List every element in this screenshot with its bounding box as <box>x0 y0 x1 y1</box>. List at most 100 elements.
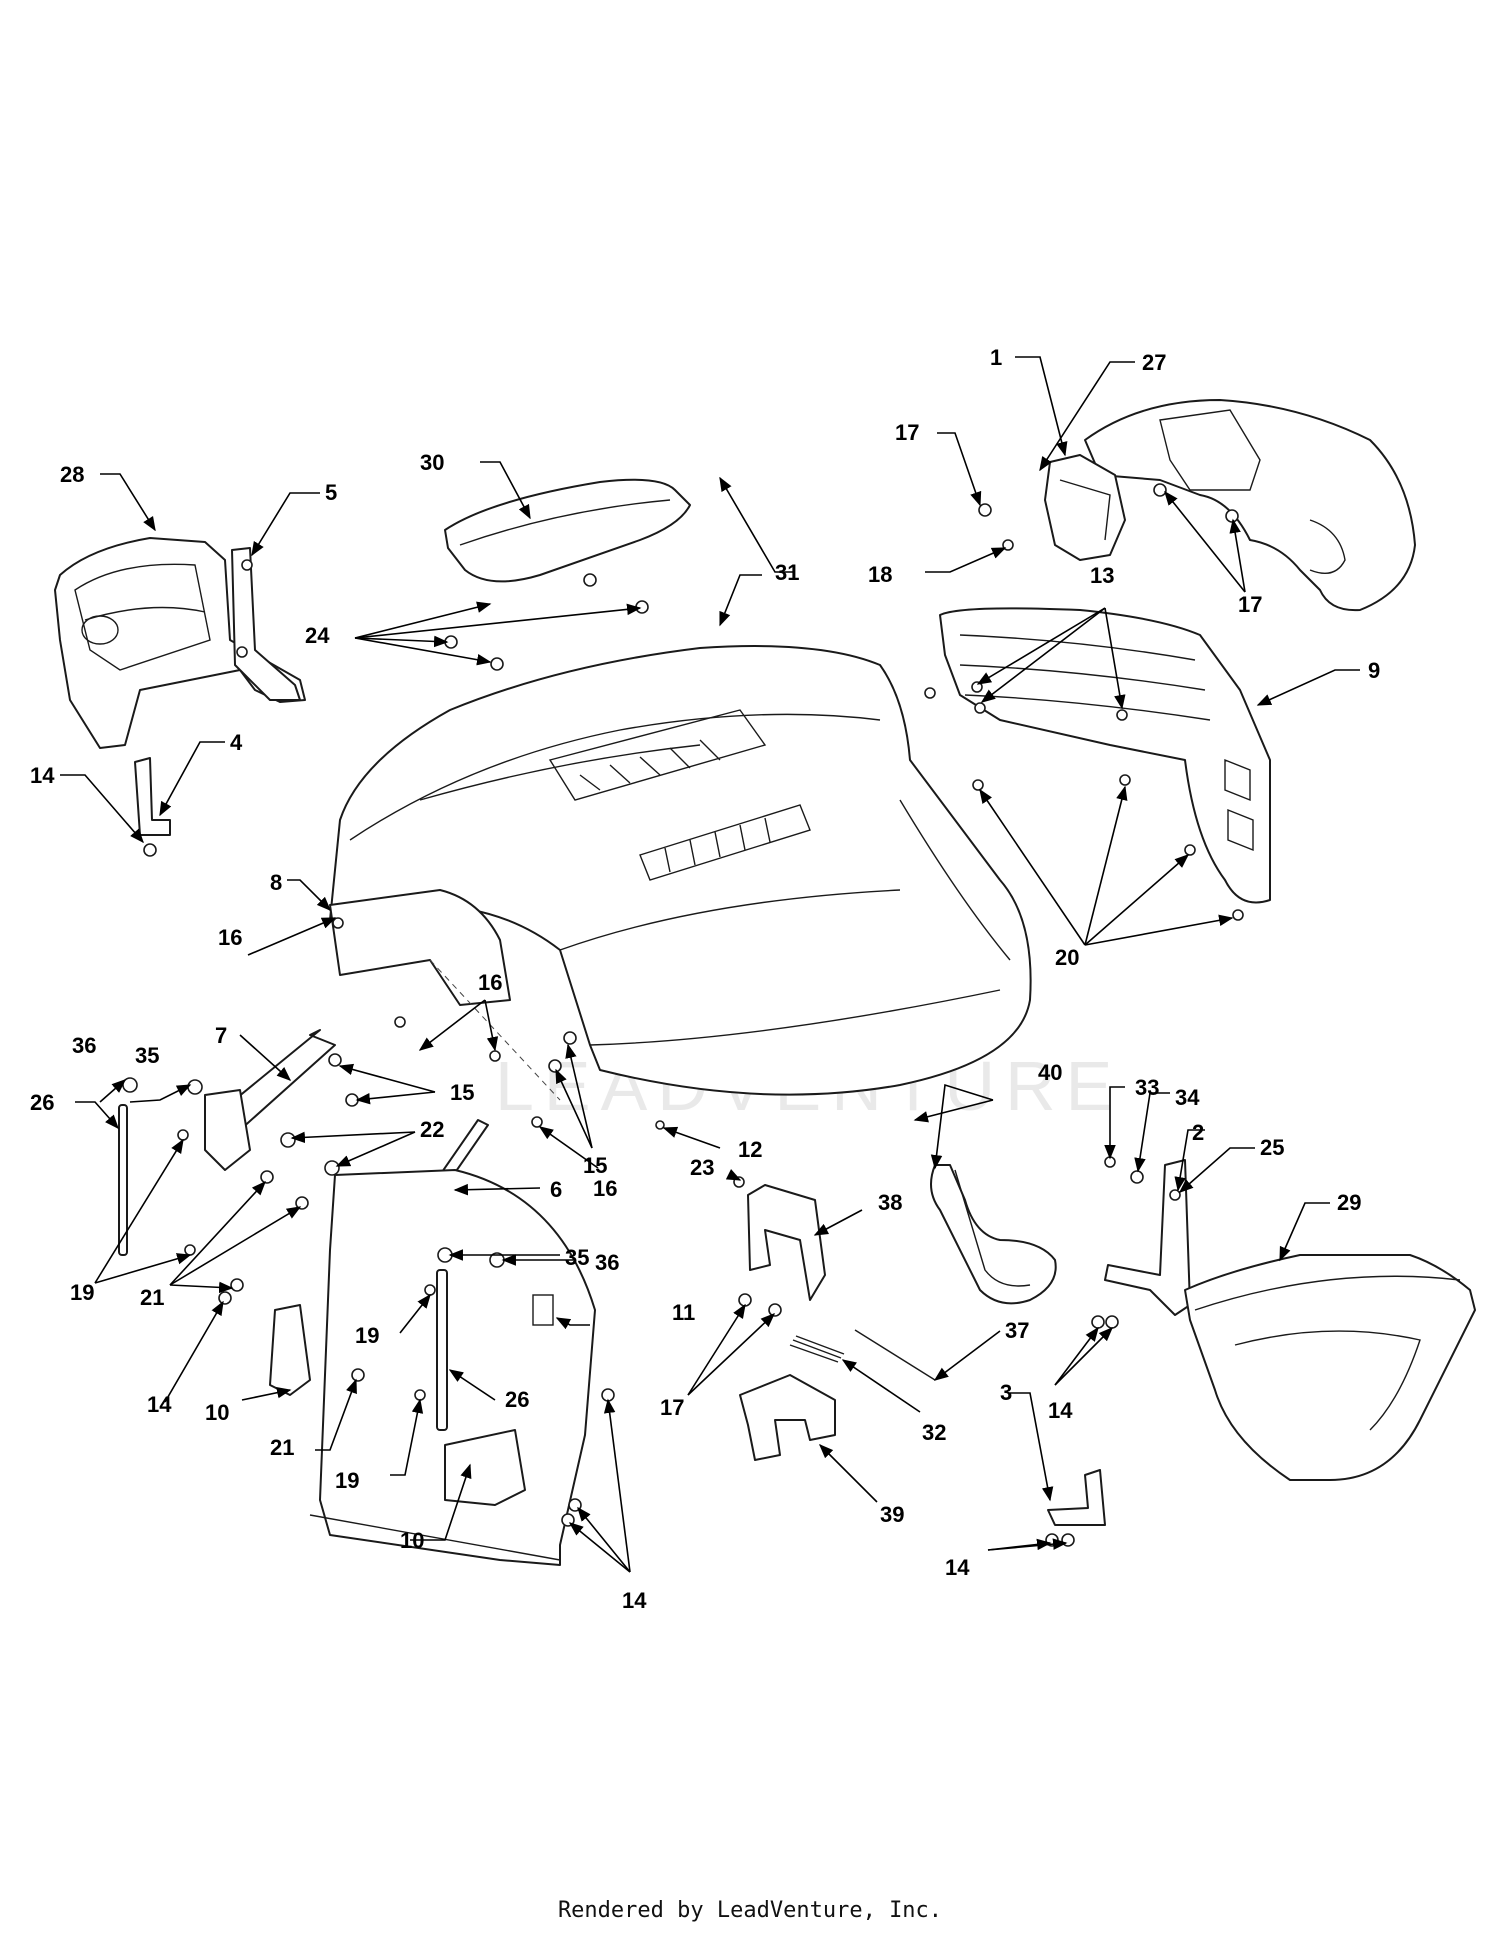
part-15-nut-c <box>563 1031 577 1045</box>
part-36-bolt-a <box>122 1077 138 1093</box>
part-13-clip-a <box>971 681 983 693</box>
callout-36a: 36 <box>72 1033 96 1058</box>
part-27-headlight-housing <box>1084 399 1416 612</box>
callout-13: 13 <box>1090 563 1114 588</box>
callout-24: 24 <box>305 623 330 648</box>
part-15-nut-a <box>328 1053 342 1067</box>
callout-28: 28 <box>60 462 84 487</box>
part-21-nut-a <box>260 1170 274 1184</box>
part-37-rod <box>854 1329 936 1381</box>
part-20-nut-a <box>924 687 936 699</box>
callout-10b: 10 <box>400 1528 424 1553</box>
part-17-screw-e <box>768 1303 782 1317</box>
callout-26a: 26 <box>30 1090 54 1115</box>
part-22-nut-b <box>324 1160 340 1176</box>
callout-34: 34 <box>1175 1085 1200 1110</box>
part-19-pin-b <box>184 1244 196 1256</box>
part-21-nut-c <box>230 1278 244 1292</box>
part-14-screw-i <box>1061 1533 1075 1547</box>
part-16-pin-d <box>531 1116 543 1128</box>
part-26-gas-strut-left <box>118 1104 128 1256</box>
part-35-washer-b <box>437 1247 453 1263</box>
part-29-side-panel <box>1184 1254 1476 1481</box>
part-26-gas-strut-right <box>436 1269 448 1431</box>
callout-2: 2 <box>1192 1120 1204 1145</box>
part-4-bracket <box>134 757 171 836</box>
part-19-pin-a <box>177 1129 189 1141</box>
callout-33: 33 <box>1135 1075 1159 1100</box>
callout-16b: 16 <box>478 970 502 995</box>
part-10-bracket-a <box>269 1304 311 1396</box>
part-17-screw-b <box>1153 483 1167 497</box>
part-16-pin-a <box>332 917 344 929</box>
callout-22: 22 <box>420 1117 444 1142</box>
hood-vent-grille <box>548 709 811 881</box>
part-10-bracket-b <box>444 1429 526 1506</box>
callout-1: 1 <box>990 345 1002 370</box>
part-25-clip <box>1169 1189 1181 1201</box>
callout-23: 23 <box>690 1155 714 1180</box>
part-3-bracket <box>1047 1469 1106 1526</box>
part-19-pin-c <box>424 1284 436 1296</box>
part-17-screw-d <box>738 1293 752 1307</box>
callout-16a: 16 <box>218 925 242 950</box>
callout-20: 20 <box>1055 945 1079 970</box>
part-28-dash-housing <box>54 537 306 749</box>
part-17-screw-a <box>978 503 992 517</box>
part-7-hood-bracket-left <box>204 1029 336 1171</box>
part-20-nut-d <box>1184 844 1196 856</box>
callout-19b: 19 <box>355 1323 379 1348</box>
part-8-inner-panel <box>329 889 561 1101</box>
callout-29: 29 <box>1337 1190 1361 1215</box>
part-16-pin-c <box>489 1050 501 1062</box>
callout-35a: 35 <box>135 1043 159 1068</box>
part-13-clip-b <box>974 702 986 714</box>
callout-17a: 17 <box>895 420 919 445</box>
part-11-support-plate <box>309 1169 596 1566</box>
part-24-nut-d <box>490 657 504 671</box>
callout-4: 4 <box>230 730 243 755</box>
callout-7: 7 <box>215 1023 227 1048</box>
callout-12: 12 <box>738 1137 762 1162</box>
callout-15b: 15 <box>583 1153 607 1178</box>
part-39-latch-plate <box>739 1374 836 1461</box>
part-20-nut-b <box>972 779 984 791</box>
callout-8: 8 <box>270 870 282 895</box>
callout-14e: 14 <box>945 1555 970 1580</box>
callout-27: 27 <box>1142 350 1166 375</box>
part-14-screw-c <box>601 1388 615 1402</box>
part-16-pin-b <box>394 1016 406 1028</box>
part-13-clip-c <box>1116 709 1128 721</box>
footer-credit: Rendered by LeadVenture, Inc. <box>557 1898 943 1923</box>
part-32-spring <box>789 1335 845 1363</box>
part-14-screw-g <box>1105 1315 1119 1329</box>
leader-lines <box>60 356 1360 1573</box>
callout-37: 37 <box>1005 1318 1029 1343</box>
part-30-cover-panel <box>444 478 691 583</box>
callout-19c: 19 <box>335 1468 359 1493</box>
callout-21b: 21 <box>270 1435 294 1460</box>
callout-9: 9 <box>1368 658 1380 683</box>
callout-38: 38 <box>878 1190 902 1215</box>
part-22-nut-a <box>280 1132 296 1148</box>
callout-5: 5 <box>325 480 337 505</box>
callout-15a: 15 <box>450 1080 474 1105</box>
callout-14a: 14 <box>30 763 55 788</box>
part-14-screw-f <box>1091 1315 1105 1329</box>
callout-11: 11 <box>672 1300 695 1325</box>
part-20-nut-e <box>1232 909 1244 921</box>
callout-40: 40 <box>1038 1060 1062 1085</box>
callout-18: 18 <box>868 562 892 587</box>
callout-16c: 16 <box>593 1176 617 1201</box>
callout-14c: 14 <box>622 1588 647 1613</box>
part-24-nut-b <box>635 600 649 614</box>
part-24-nut-a <box>583 573 597 587</box>
part-14-screw <box>143 843 157 857</box>
callout-19a: 19 <box>70 1280 94 1305</box>
callout-30: 30 <box>420 450 444 475</box>
callout-14d: 14 <box>1048 1398 1073 1423</box>
part-2-bracket <box>1104 1159 1191 1316</box>
part-14-screw-b <box>218 1291 232 1305</box>
part-17-screw-c <box>1225 509 1239 523</box>
